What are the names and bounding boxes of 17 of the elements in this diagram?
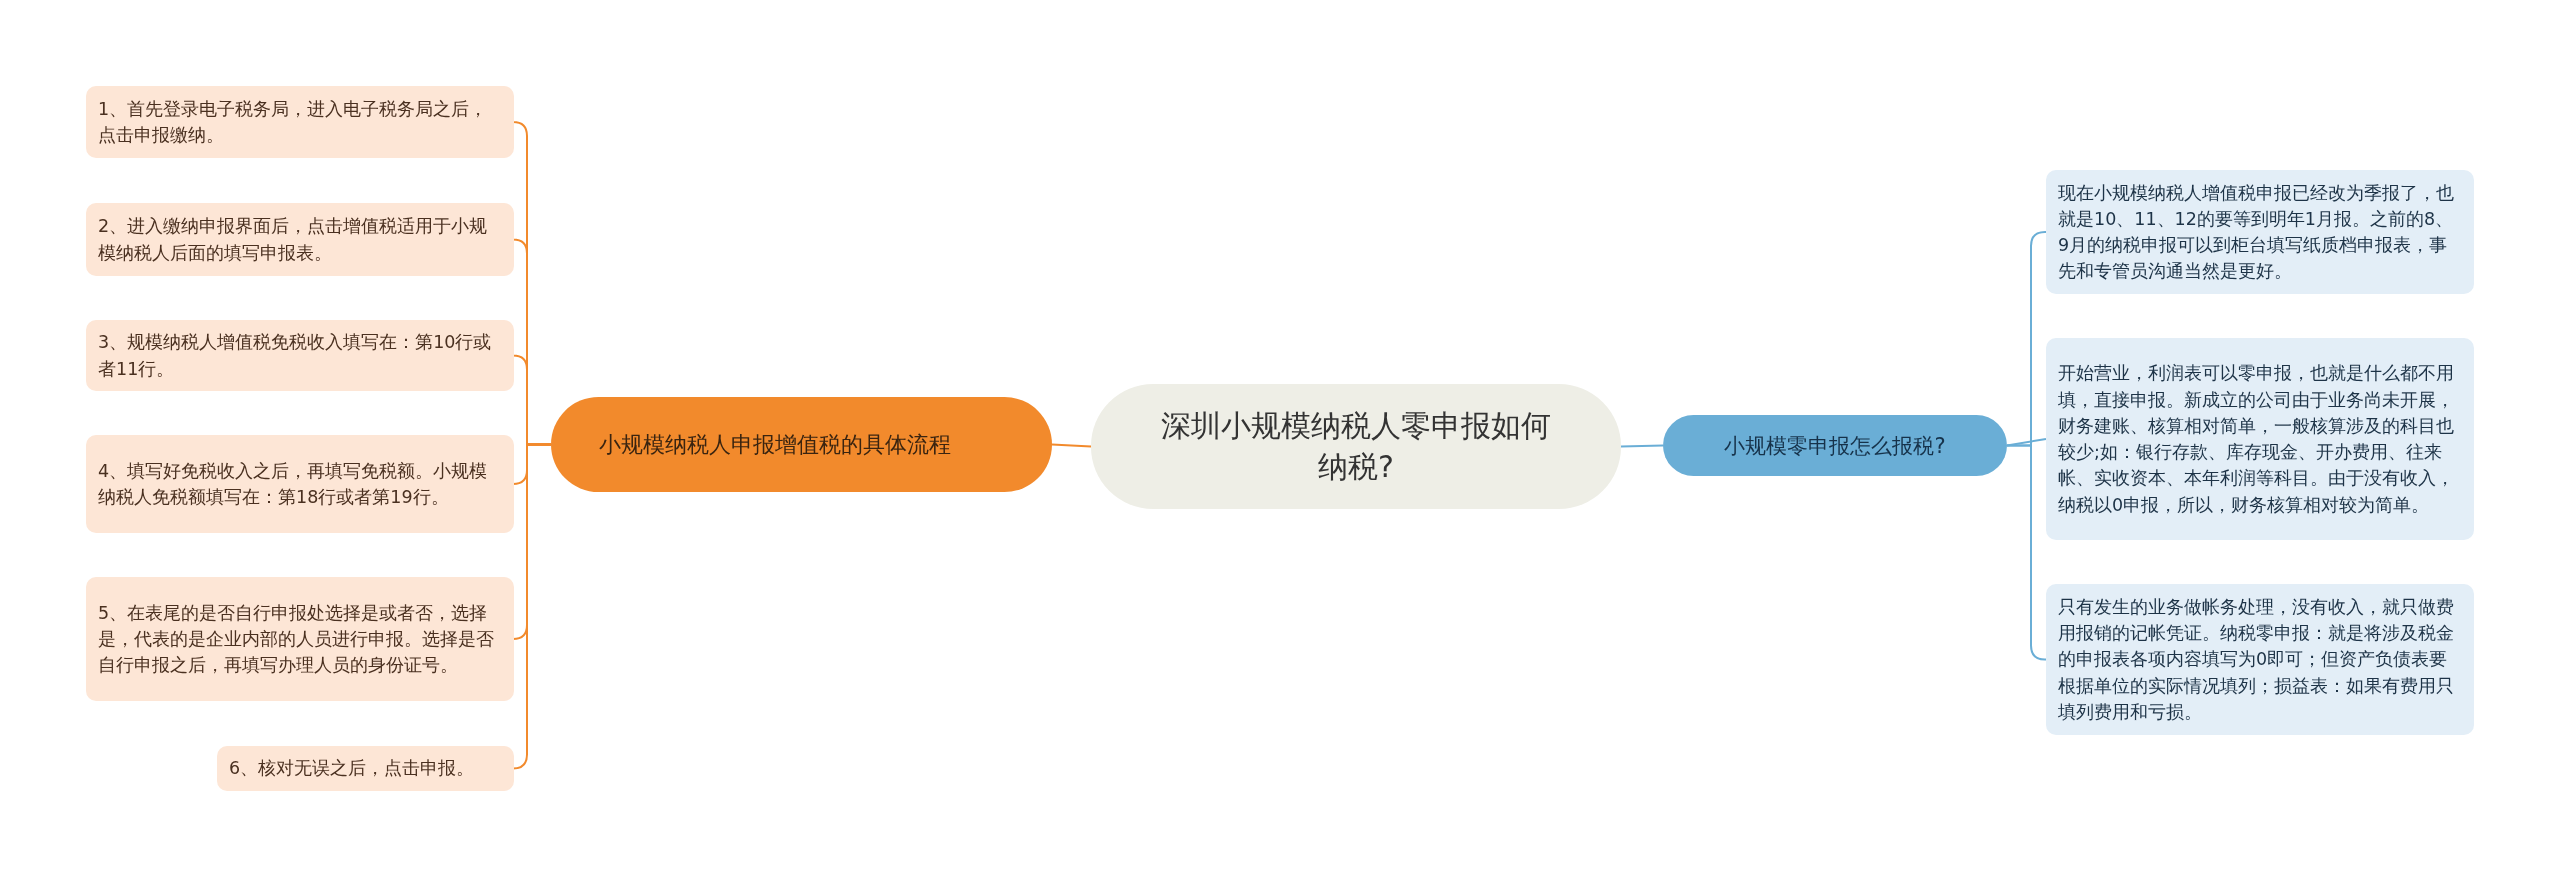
- note-card: 只有发生的业务做帐务处理，没有收入，就只做费用报销的记帐凭证。纳税零申报：就是将涉及税金的申报表各项内容填写为0即可；但资产负债表要根据单位的实际情况填列；损益表：如果有费用只填列费用和亏损。: [2046, 584, 2474, 735]
- step-card: 1、首先登录电子税务局，进入电子税务局之后，点击申报缴纳。: [86, 86, 514, 158]
- branch-topic: 小规模纳税人申报增值税的具体流程: [551, 397, 1052, 492]
- connector-line: [512, 443, 552, 770]
- connector-line: [1620, 444, 1664, 448]
- step-card: 6、核对无误之后，点击申报。: [217, 746, 514, 791]
- central-topic: 深圳小规模纳税人零申报如何纳税?: [1091, 384, 1621, 509]
- step-card: 5、在表尾的是否自行申报处选择是或者否，选择是，代表的是企业内部的人员进行申报。选择是否自行申报之后，再填写办理人员的身份证号。: [86, 577, 514, 701]
- branch-topic: 小规模零申报怎么报税?: [1663, 415, 2007, 476]
- connector-line: [2006, 438, 2047, 447]
- connector-line: [2006, 444, 2047, 661]
- note-card: 现在小规模纳税人增值税申报已经改为季报了，也就是10、11、12的要等到明年1月报。之前的8、9月的纳税申报可以到柜台填写纸质档申报表，事先和专管员沟通当然是更好。: [2046, 170, 2474, 294]
- step-card: 3、规模纳税人增值税免税收入填写在：第10行或者11行。: [86, 320, 514, 391]
- note-card: 开始营业，利润表可以零申报，也就是什么都不用填，直接申报。新成立的公司由于业务尚未开展，财务建账、核算相对简单，一般核算涉及的科目也较少;如：银行存款、库存现金、开办费用、往来帐、实收资本、本年利润等科目。由于没有收入，纳税以0申报，所以，财务核算相对较为简单。: [2046, 338, 2474, 540]
- connector-line: [1051, 443, 1092, 448]
- step-card: 2、进入缴纳申报界面后，点击增值税适用于小规模纳税人后面的填写申报表。: [86, 203, 514, 276]
- step-card: 4、填写好免税收入之后，再填写免税额。小规模纳税人免税额填写在：第18行或者第19行。: [86, 435, 514, 533]
